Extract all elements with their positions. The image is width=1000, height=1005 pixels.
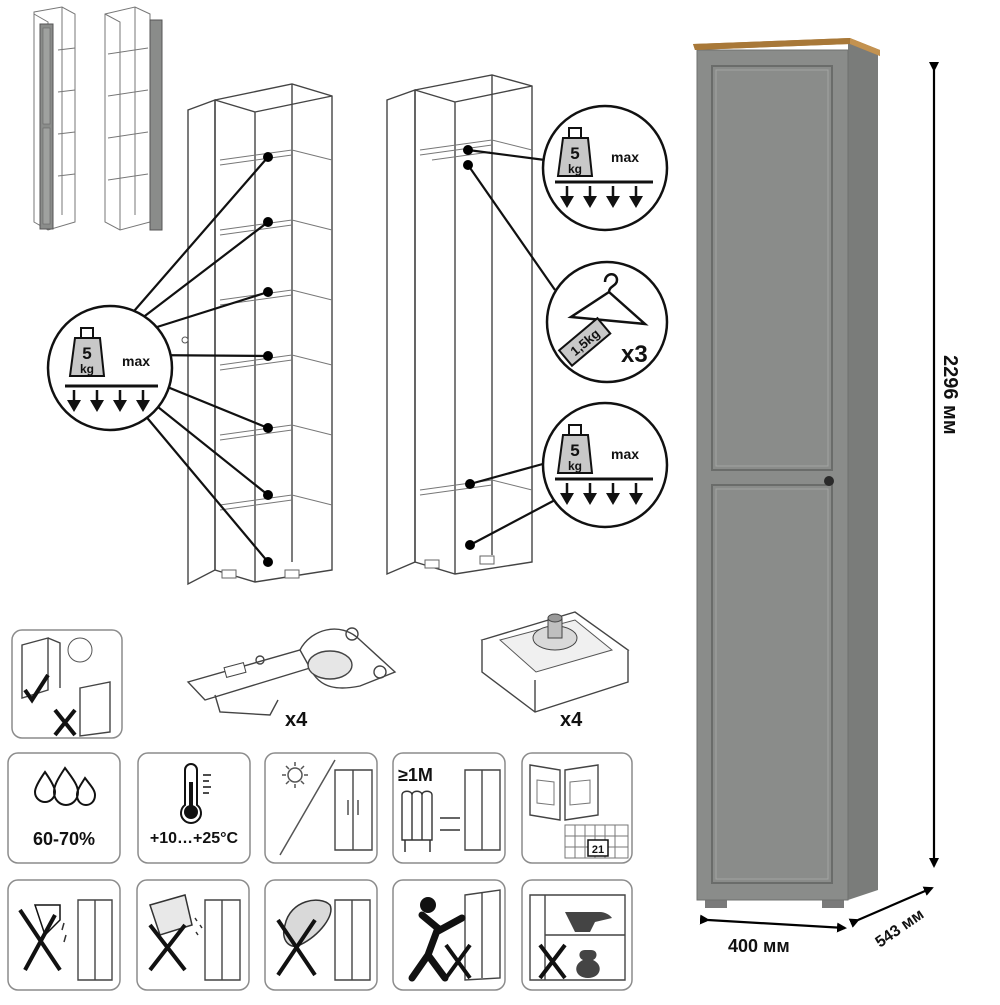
wardrobe-feet: [705, 898, 727, 908]
foot-count: x4: [560, 709, 583, 731]
load-badge-unit: kg: [80, 362, 94, 376]
humidity-tile: 60-70%: [7, 752, 121, 864]
no-liquid-tile: [7, 879, 121, 991]
box-number: 21: [592, 844, 604, 856]
load-badge-unit: kg: [568, 162, 582, 176]
load-badge-weight: 5: [570, 144, 579, 163]
load-badge-top-shelf: 5 kg max: [541, 104, 669, 232]
water-drop-icon: [33, 766, 97, 807]
thumbnail-open: [104, 6, 163, 231]
hanger-badge: 1,5kg x3: [545, 260, 669, 384]
hanger-count: x3: [621, 341, 648, 368]
kettlebell-icon: [576, 950, 600, 978]
load-badge-shelf: 5 kg max: [46, 304, 174, 432]
load-badge-max: max: [611, 446, 639, 462]
width-dimension: 400 мм: [728, 936, 790, 956]
anvil-icon: [565, 912, 612, 932]
door-knob: [824, 476, 834, 486]
temperature-range: +10…+25°C: [150, 830, 239, 847]
thumbnail-closed: [33, 6, 76, 231]
hinge-hardware: x4: [186, 627, 397, 731]
sun-icon: [287, 767, 303, 783]
adjustable-foot-hardware: x4: [480, 611, 630, 731]
open-cabinet-shelves: [181, 83, 333, 586]
packaging-tile: 21: [521, 752, 633, 864]
clearance-distance: ≥1M: [398, 765, 433, 785]
no-push-tile: [392, 879, 506, 991]
load-badge-weight: 5: [82, 344, 91, 363]
humidity-value: 60-70%: [33, 829, 95, 849]
wardrobe-front: [696, 49, 849, 901]
shelf-pointer-lines: [127, 145, 556, 567]
assembly-warning-tile: [11, 629, 123, 739]
heater-distance-tile: ≥1M: [392, 752, 506, 864]
hanger-icon: [567, 273, 649, 326]
no-heavy-load-tile: [521, 879, 633, 991]
load-badge-weight: 5: [570, 441, 579, 460]
open-cabinet-rail: [386, 74, 533, 576]
hinge-count: x4: [285, 709, 308, 731]
sunlight-tile: [264, 752, 378, 864]
radiator-icon: [401, 790, 433, 841]
wardrobe-main: [693, 38, 880, 908]
height-dimension: 2296 мм: [939, 355, 961, 435]
load-badge-max: max: [122, 353, 150, 369]
no-abrasive-tile: [136, 879, 250, 991]
load-badge-unit: kg: [568, 459, 582, 473]
load-badge-bottom-shelf: 5 kg max: [541, 401, 669, 529]
load-badge-max: max: [611, 149, 639, 165]
wardrobe-side: [848, 42, 878, 900]
depth-dimension: 543 мм: [873, 906, 928, 951]
temperature-tile: +10…+25°C: [137, 752, 251, 864]
no-spray-tile: [264, 879, 378, 991]
